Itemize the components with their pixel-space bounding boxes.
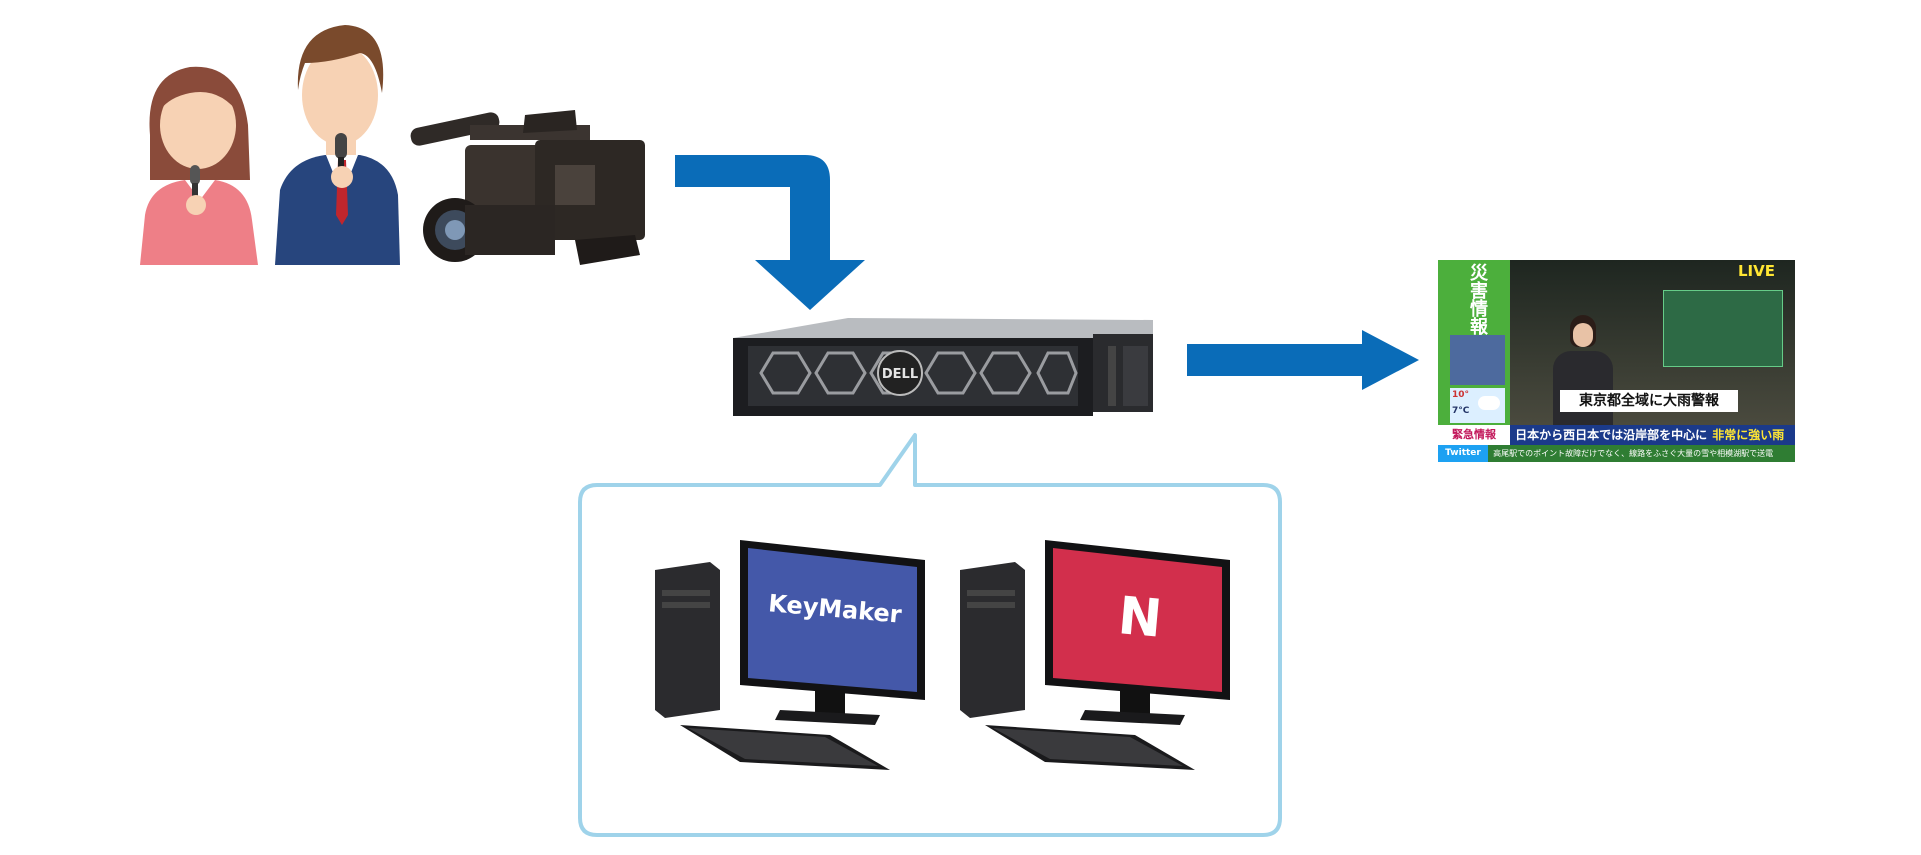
pc-keymaker: KeyMaker xyxy=(650,540,935,790)
dell-server-illustration: DELL xyxy=(728,318,1153,418)
video-camera-illustration xyxy=(405,105,650,275)
reporters-illustration xyxy=(130,15,400,280)
server-brand-label: DELL xyxy=(882,367,918,382)
broadcast-screen: 災害情報 10° 7°C LIVE 東京都全域に大雨警報 緊急情報 日本から西日… xyxy=(1438,260,1795,462)
rainfall-graph xyxy=(1663,290,1783,367)
cloud-icon xyxy=(1478,396,1500,410)
ticker-highlight: 非常に強い雨 xyxy=(1712,428,1785,442)
twitter-ticker: Twitter 高尾駅でのポイント故障だけでなく、線路をふさぐ大量の雪や相模湖駅… xyxy=(1438,445,1795,462)
news-anchor xyxy=(1548,315,1618,425)
headline-caption: 東京都全域に大雨警報 xyxy=(1560,390,1738,412)
weather-temp-high: 10° xyxy=(1452,390,1470,400)
flow-arrow-camera-to-server xyxy=(675,155,870,310)
disaster-side-panel: 災害情報 10° 7°C xyxy=(1438,260,1510,425)
ticker-label: 緊急情報 xyxy=(1438,425,1510,445)
weather-temp-low: 7°C xyxy=(1452,406,1470,416)
pc-n-app: N xyxy=(955,540,1240,790)
live-badge: LIVE xyxy=(1738,262,1775,280)
male-reporter-icon xyxy=(275,25,400,265)
ticker-text: 日本から西日本では沿岸部を中心に xyxy=(1515,428,1708,442)
weather-map xyxy=(1450,335,1505,385)
weather-forecast-box: 10° 7°C xyxy=(1450,388,1505,423)
twitter-label: Twitter xyxy=(1438,445,1488,462)
n-logo-text: N xyxy=(1115,586,1165,650)
emergency-ticker: 緊急情報 日本から西日本では沿岸部を中心に 非常に強い雨 xyxy=(1438,425,1795,445)
female-reporter-icon xyxy=(140,66,258,265)
twitter-text: 高尾駅でのポイント故障だけでなく、線路をふさぐ大量の雪や相模湖駅で送電 xyxy=(1493,449,1774,458)
disaster-info-title: 災害情報 xyxy=(1467,263,1488,335)
flow-arrow-server-to-broadcast xyxy=(1187,330,1422,390)
